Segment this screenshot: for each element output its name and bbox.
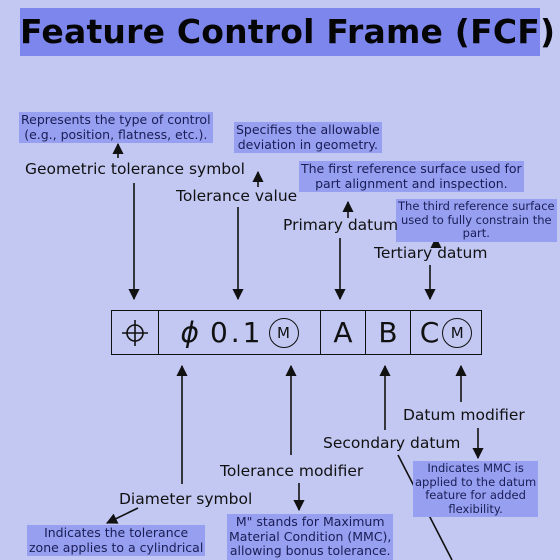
label-diameter-symbol: Diameter symbol <box>119 490 253 508</box>
tertiary-datum-cell: C M <box>410 311 481 354</box>
note-first-reference: The first reference surface used for par… <box>299 161 524 192</box>
note-cylindrical-zone: Indicates the tolerance zone applies to … <box>27 525 206 556</box>
note-allowable-deviation: Specifies the allowable deviation in geo… <box>234 122 382 153</box>
primary-datum: A <box>333 316 353 349</box>
note-mmc-tolerance: M" stands for Maximum Material Condition… <box>227 514 394 560</box>
position-icon <box>122 319 148 346</box>
label-geometric-tolerance-symbol: Geometric tolerance symbol <box>25 160 245 178</box>
datum-modifier-symbol: M <box>442 317 473 348</box>
page-title: Feature Control Frame (FCF) <box>20 12 556 51</box>
note-third-reference: The third reference surface used to full… <box>396 199 557 242</box>
tolerance-modifier-symbol: M <box>268 317 299 348</box>
primary-datum-cell: A <box>320 311 365 354</box>
label-tolerance-modifier: Tolerance modifier <box>220 462 364 480</box>
secondary-datum: B <box>378 316 398 349</box>
note-type-of-control: Represents the type of control (e.g., po… <box>19 112 213 143</box>
feature-control-frame: ϕ 0.1 M A B C M <box>111 310 482 355</box>
tolerance-cell: ϕ 0.1 M <box>158 311 320 354</box>
diameter-symbol: ϕ <box>180 316 202 349</box>
label-datum-modifier: Datum modifier <box>403 406 525 424</box>
tertiary-datum: C <box>419 316 440 349</box>
note-mmc-datum: Indicates MMC is applied to the datum fe… <box>413 461 539 517</box>
label-primary-datum: Primary datum <box>283 216 399 234</box>
tolerance-value: 0.1 <box>209 316 264 349</box>
label-secondary-datum: Secondary datum <box>323 434 461 452</box>
label-tolerance-value: Tolerance value <box>176 187 298 205</box>
geometric-symbol-cell <box>112 311 158 354</box>
title-bar <box>20 8 540 56</box>
label-tertiary-datum: Tertiary datum <box>374 244 488 262</box>
secondary-datum-cell: B <box>365 311 410 354</box>
arrow-cylindrical-note <box>105 507 139 524</box>
